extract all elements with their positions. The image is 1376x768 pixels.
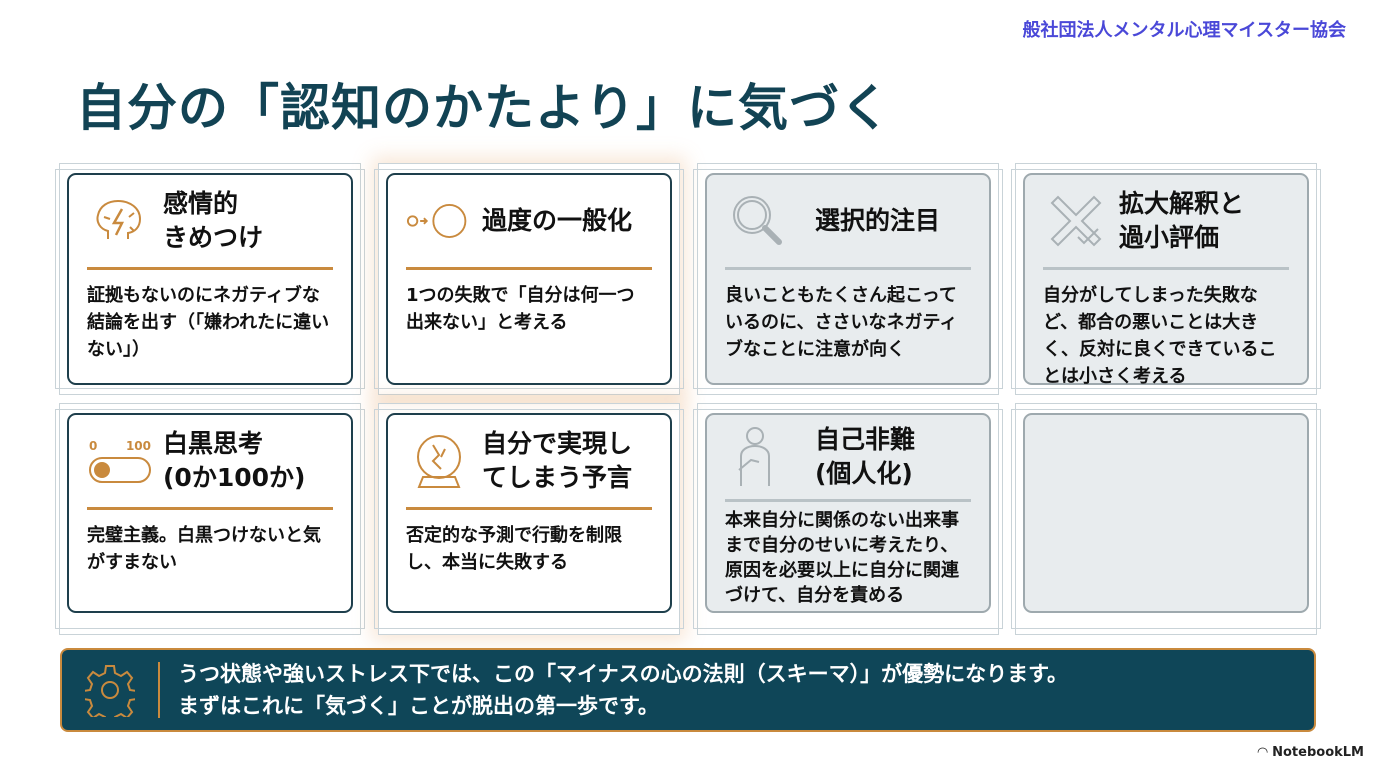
person-pointing-self-icon [725, 424, 791, 490]
card-emotional-reasoning: 感情的きめつけ 証拠もないのにネガティブな結論を出す（「嫌われたに違いない」） [67, 173, 353, 385]
cross-check-icon [1043, 188, 1109, 254]
card-title: 過小評価 [1119, 223, 1220, 252]
card-magnification-minimization: 拡大解釈と過小評価 自分がしてしまった失敗など、都合の悪いことは大きく、反対に良… [1023, 173, 1309, 387]
small-to-large-circle-icon [406, 188, 472, 254]
gear-icon [62, 663, 158, 717]
card-frame [1011, 403, 1321, 635]
card-frame: 自己非難 (個人化) 本来自分に関係のない出来事まで自分のせいに考えたり、原因を必… [693, 403, 1003, 635]
divider [725, 267, 971, 270]
card-title: 感情的 [163, 189, 239, 218]
card-title: (個人化) [815, 459, 913, 488]
banner-divider [158, 662, 160, 718]
page-title: 自分の「認知のかたより」に気づく [76, 79, 891, 137]
divider [725, 499, 971, 502]
divider [406, 507, 652, 510]
card-black-white-thinking: 0 100 白黒思考 (0か100か) 完璧主義。白黒つけないと気がすまない [67, 413, 353, 613]
organization-name: 般社団法人メンタル心理マイスター協会 [1022, 20, 1346, 41]
brand-label: NotebookLM [1272, 745, 1364, 760]
card-frame: 0 100 白黒思考 (0か100か) 完璧主義。白黒つけないと気がすまない [55, 403, 365, 635]
card-overgeneralization: 過度の一般化 1つの失敗で「自分は何一つ出来ない」と考える [386, 173, 672, 385]
card-title: きめつけ [163, 223, 264, 252]
card-frame: 感情的きめつけ 証拠もないのにネガティブな結論を出す（「嫌われたに違いない」） [55, 163, 365, 395]
card-title: 過度の一般化 [482, 206, 633, 235]
notebooklm-logo-icon: ◠ [1257, 745, 1273, 760]
card-body: 1つの失敗で「自分は何一つ出来ない」と考える [406, 285, 635, 333]
card-frame: 拡大解釈と過小評価 自分がしてしまった失敗など、都合の悪いことは大きく、反対に良… [1011, 163, 1321, 395]
card-title: 拡大解釈と [1119, 189, 1245, 218]
banner-line-1: うつ状態や強いストレス下では、この「マイナスの心の法則（スキーマ）」が優勢になり… [178, 662, 1068, 686]
banner-line-2: まずはこれに「気づく」ことが脱出の第一歩です。 [178, 694, 659, 718]
summary-banner: うつ状態や強いストレス下では、この「マイナスの心の法則（スキーマ）」が優勢になり… [60, 648, 1316, 732]
card-title: (0か100か) [163, 463, 306, 492]
toggle-max-label: 100 [125, 439, 151, 453]
magnifier-icon [725, 188, 791, 254]
card-body: 自分がしてしまった失敗など、都合の悪いことは大きく、反対に良くできていることは小… [1043, 285, 1277, 387]
card-title: 白黒思考 [163, 429, 264, 458]
card-body: 完璧主義。白黒つけないと気がすまない [87, 525, 321, 573]
brain-lightning-icon [87, 188, 153, 254]
card-body: 良いこともたくさん起こっているのに、ささいなネガティブなことに注意が向く [725, 285, 958, 360]
card-personalization: 自己非難 (個人化) 本来自分に関係のない出来事まで自分のせいに考えたり、原因を必… [705, 413, 991, 613]
divider [406, 267, 652, 270]
card-selective-attention: 選択的注目 良いこともたくさん起こっているのに、ささいなネガティブなことに注意が… [705, 173, 991, 385]
card-title: 自己非難 [815, 425, 916, 454]
toggle-icon: 0 100 [87, 428, 153, 494]
divider [1043, 267, 1289, 270]
card-frame: 過度の一般化 1つの失敗で「自分は何一つ出来ない」と考える [374, 163, 684, 395]
crystal-ball-icon [406, 428, 472, 494]
card-title: てしまう予言 [482, 463, 633, 492]
card-body: 証拠もないのにネガティブな結論を出す（「嫌われたに違いない」） [87, 285, 330, 360]
divider [87, 267, 333, 270]
card-frame: 選択的注目 良いこともたくさん起こっているのに、ささいなネガティブなことに注意が… [693, 163, 1003, 395]
notebooklm-watermark: ◠ NotebookLM [1258, 745, 1364, 760]
card-title: 選択的注目 [815, 206, 941, 235]
card-title: 自分で実現し [482, 429, 633, 458]
card-body: 本来自分に関係のない出来事まで自分のせいに考えたり、原因を必要以上に自分に関連づ… [725, 510, 959, 606]
card-self-fulfilling-prophecy: 自分で実現してしまう予言 否定的な予測で行動を制限し、本当に失敗する [386, 413, 672, 613]
divider [87, 507, 333, 510]
card-body: 否定的な予測で行動を制限し、本当に失敗する [406, 525, 622, 573]
toggle-min-label: 0 [89, 439, 98, 453]
card-frame: 自分で実現してしまう予言 否定的な予測で行動を制限し、本当に失敗する [374, 403, 684, 635]
empty-card [1023, 413, 1309, 613]
